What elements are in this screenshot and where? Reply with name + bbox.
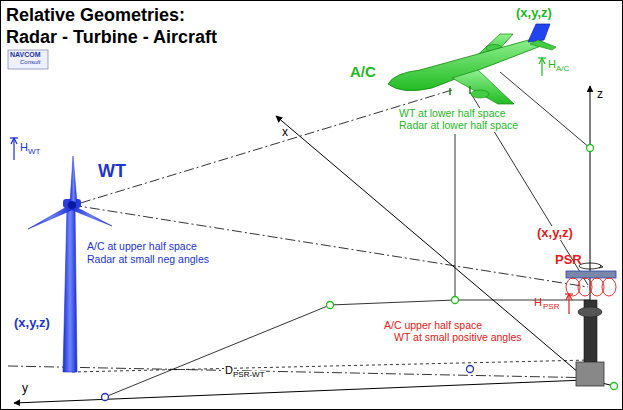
height-label: H: [548, 58, 556, 70]
sight-lines: [8, 72, 600, 397]
object-name: PSR: [555, 253, 582, 267]
height-subscript: PSR: [543, 303, 559, 312]
logo-box: [8, 50, 48, 69]
height-subscript: A/C: [556, 65, 569, 74]
logo-text: Consult: [20, 59, 40, 66]
geometry-note: A/C at upper half space: [86, 241, 198, 253]
geometry-note: A/C upper half space: [383, 320, 483, 332]
height-label: H: [534, 296, 542, 308]
height-subscript: WT: [28, 148, 40, 157]
coordinate-label: (x,y,z): [516, 6, 552, 20]
geometry-note: Radar at lower half space: [398, 120, 519, 132]
title: Relative Geometries: Radar - Turbine - A…: [6, 4, 230, 48]
geometry-note: WT at lower half space: [398, 108, 507, 120]
axes: [14, 86, 614, 403]
object-name: WT: [98, 162, 126, 182]
axis-label: z: [597, 88, 603, 101]
logo-text: NAVCOM: [10, 51, 41, 59]
axis-label: y: [22, 382, 28, 395]
marker-dots: [102, 145, 618, 401]
aircraft: [388, 24, 556, 104]
geometry-note: Radar at small neg angles: [86, 254, 210, 266]
object-name: A/C: [350, 64, 376, 81]
axis-label: x: [282, 126, 288, 139]
coordinate-label: (x,y,z): [536, 226, 574, 240]
height-label: H: [20, 141, 28, 153]
radar-antenna: [565, 263, 616, 386]
coordinate-label: (x,y,z): [14, 316, 50, 330]
distance-subscript: PSR-WT: [232, 371, 266, 380]
geometry-note: WT at small positive angles: [393, 332, 523, 344]
